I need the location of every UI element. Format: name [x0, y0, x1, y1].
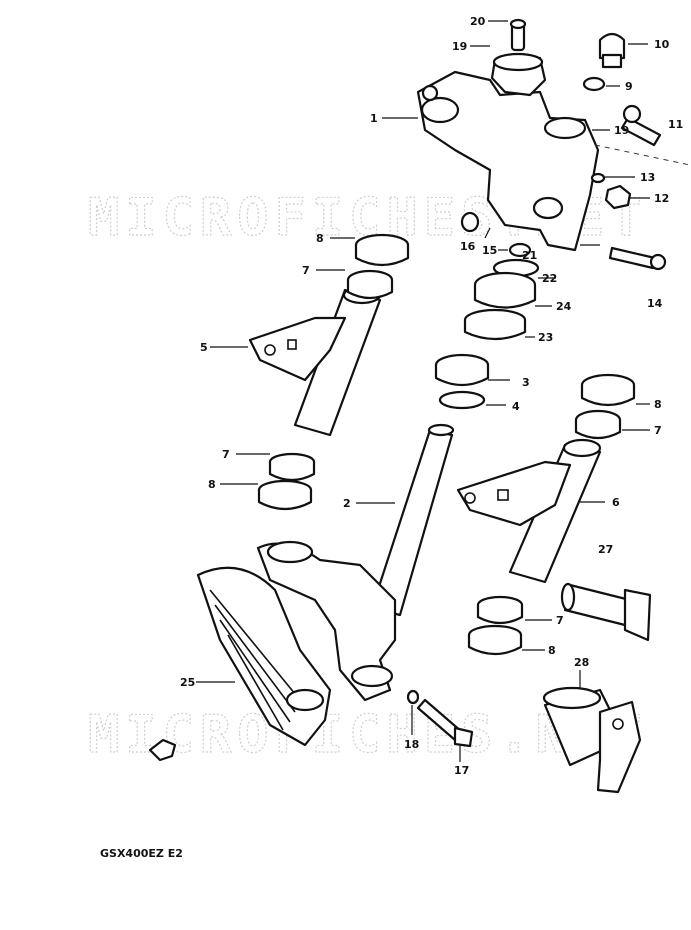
ignition-switch [542, 686, 642, 794]
label-7-right-top: 7 [654, 424, 662, 437]
label-8-left-top: 8 [316, 232, 324, 245]
steering-stem-cover [196, 566, 332, 747]
label-8-right-lower: 8 [548, 644, 556, 657]
label-14: 14 [647, 297, 663, 310]
label-7-right-lower: 7 [556, 614, 564, 627]
cover-washer [406, 689, 420, 705]
steering-lock [560, 582, 652, 642]
upper-bracket [416, 70, 600, 252]
label-21: 21 [522, 249, 537, 262]
label-17: 17 [454, 764, 469, 777]
label-13: 13 [640, 171, 655, 184]
label-7-left-top: 7 [302, 264, 310, 277]
label-19-right: 19 [614, 124, 629, 137]
steering-bearing [434, 353, 490, 410]
right-fork-cover-upper [456, 438, 602, 584]
label-16: 16 [460, 240, 476, 253]
nut [604, 184, 632, 210]
label-11: 11 [668, 118, 683, 131]
label-15: 15 [482, 244, 497, 257]
label-3: 3 [522, 376, 530, 389]
model-code: GSX400EZ E2 [100, 847, 183, 860]
label-12: 12 [654, 192, 669, 205]
rubber-cushion [460, 211, 480, 233]
label-28: 28 [574, 656, 589, 669]
label-8-right-top: 8 [654, 398, 662, 411]
label-7-left-lower: 7 [222, 448, 230, 461]
leader-lines [196, 20, 650, 762]
label-6: 6 [612, 496, 620, 509]
steering-stem [256, 423, 455, 702]
label-25: 25 [180, 676, 195, 689]
stem-nut-stack [463, 258, 540, 341]
pinch-bolt [620, 104, 662, 147]
label-9: 9 [625, 80, 633, 93]
bracket-bolt [608, 246, 667, 271]
label-23: 23 [538, 331, 553, 344]
holder-bolt [509, 18, 527, 52]
label-8-left-lower: 8 [208, 478, 216, 491]
label-1: 1 [370, 112, 378, 125]
label-22: 22 [542, 272, 557, 285]
cover-bolt [416, 698, 474, 748]
label-4: 4 [512, 400, 520, 413]
handlebar-holder [490, 52, 547, 97]
label-19-top: 19 [452, 40, 467, 53]
washer [582, 76, 606, 92]
stem-nut-washer [508, 242, 532, 258]
label-2: 2 [343, 497, 351, 510]
label-18: 18 [404, 738, 419, 751]
washer-small [590, 172, 606, 184]
label-24: 24 [556, 300, 572, 313]
label-20: 20 [470, 15, 486, 28]
label-27: 27 [598, 543, 613, 556]
left-fork-cover-upper [248, 285, 382, 437]
part-labels: 20 19 10 9 1 11 19 13 12 8 7 5 16 15 21 … [180, 15, 683, 777]
stem-cap-nut [598, 32, 626, 69]
front-arrow-icon [148, 738, 177, 762]
label-5: 5 [200, 341, 208, 354]
label-10: 10 [654, 38, 670, 51]
